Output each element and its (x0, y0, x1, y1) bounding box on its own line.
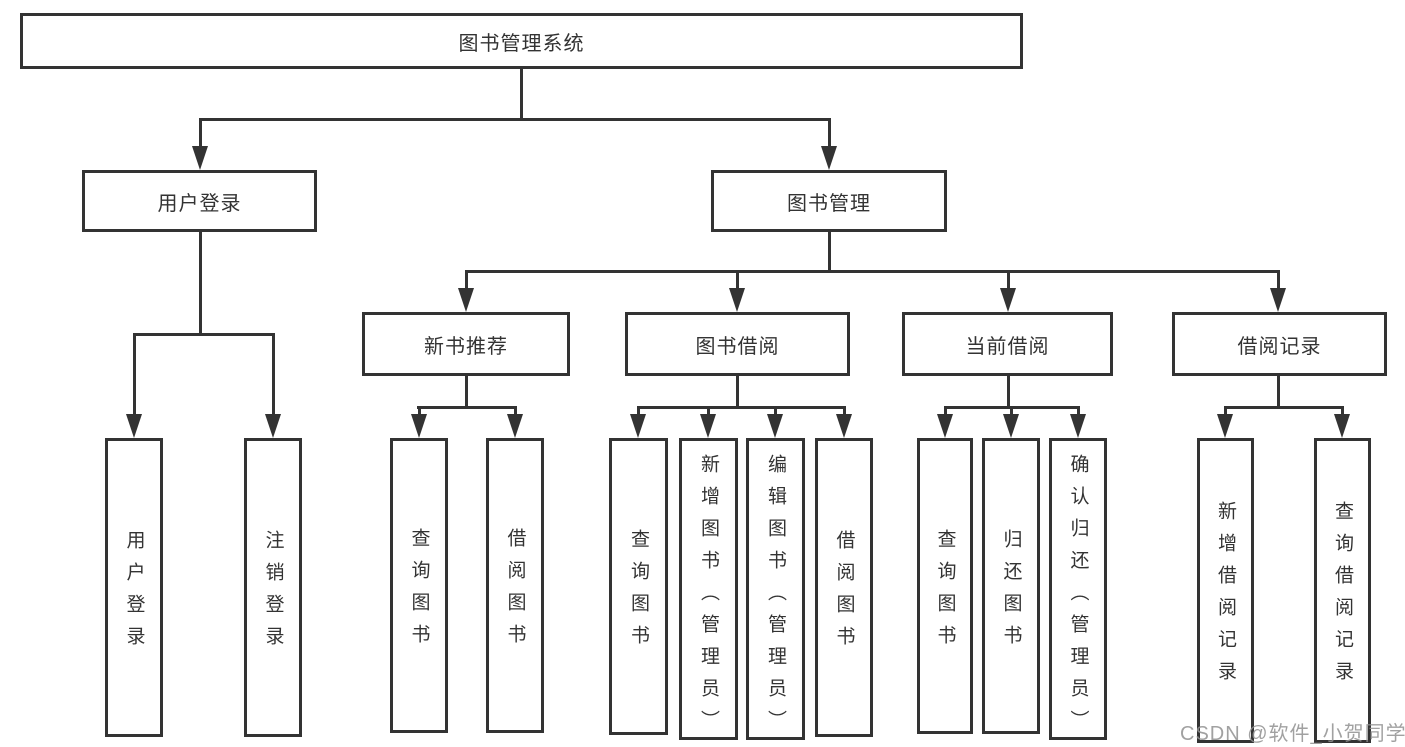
arrow-down-cb-return (1003, 414, 1019, 438)
connector-root-hbar (199, 118, 831, 121)
node-user-login-label: 用户登录 (157, 192, 242, 215)
leaf-nb-query-books: 查询图书 (390, 438, 448, 733)
leaf-cb-confirm-return-admin: 确认归还（管理员） (1049, 438, 1107, 742)
leaf-bb-query-books: 查询图书 (609, 438, 668, 735)
arrow-down-current-borrow (1000, 288, 1016, 312)
connector-book-borrow-stem (736, 376, 739, 409)
connector-borrow-records-hbar (1224, 406, 1344, 409)
leaf-bb-add-books-admin: 新增图书（管理员） (679, 438, 738, 742)
arrow-down-user-login (192, 146, 208, 170)
connector-book-mgmt-hbar (465, 270, 1280, 273)
leaf-cb-confirm-return-admin-label: 确认归还（管理员） (1067, 454, 1089, 742)
arrow-down-borrow-records (1270, 288, 1286, 312)
leaf-cb-return-books: 归还图书 (982, 438, 1040, 734)
leaf-cb-return-books-label: 归还图书 (1000, 528, 1022, 657)
node-new-books: 新书推荐 (362, 312, 570, 376)
leaf-bb-add-books-admin-label: 新增图书（管理员） (698, 454, 719, 742)
connector-drop-new-books (465, 270, 468, 288)
connector-current-borrow-stem (1007, 376, 1010, 409)
node-book-mgmt: 图书管理 (711, 170, 947, 232)
connector-drop-nb-borrow (514, 406, 517, 414)
node-current-borrow-label: 当前借阅 (965, 335, 1050, 358)
connector-drop-bb-borrow (843, 406, 846, 414)
leaf-logout: 注销登录 (244, 438, 302, 737)
connector-drop-logout-leaf (272, 333, 275, 414)
arrow-down-logout-leaf (265, 414, 281, 438)
connector-drop-current-borrow (1007, 270, 1010, 288)
node-book-borrow-label: 图书借阅 (695, 335, 780, 358)
connector-new-books-hbar (417, 406, 517, 409)
connector-drop-bb-add (707, 406, 710, 414)
leaf-logout-label: 注销登录 (262, 530, 284, 658)
connector-drop-cb-query (944, 406, 947, 414)
leaf-br-query-record: 查询借阅记录 (1314, 438, 1371, 743)
arrow-down-br-query (1334, 414, 1350, 438)
leaf-br-add-record-label: 新增借阅记录 (1215, 501, 1236, 693)
node-book-borrow: 图书借阅 (625, 312, 850, 376)
connector-book-mgmt-stem (828, 232, 831, 273)
leaf-cb-query-books: 查询图书 (917, 438, 973, 734)
arrow-down-nb-borrow (507, 414, 523, 438)
arrow-down-new-books (458, 288, 474, 312)
arrow-down-login-leaf (126, 414, 142, 438)
connector-user-login-hbar (133, 333, 274, 336)
leaf-user-login: 用户登录 (105, 438, 163, 737)
leaf-user-login-label: 用户登录 (123, 530, 145, 658)
arrow-down-book-mgmt (821, 146, 837, 170)
connector-drop-book-borrow (736, 270, 739, 288)
connector-book-borrow-hbar (637, 406, 845, 409)
connector-drop-bb-edit (774, 406, 777, 414)
leaf-nb-borrow-books-label: 借阅图书 (504, 528, 526, 656)
node-book-mgmt-label: 图书管理 (787, 192, 871, 215)
arrow-down-bb-borrow (836, 414, 852, 438)
leaf-nb-query-books-label: 查询图书 (408, 528, 430, 656)
leaf-bb-borrow-books-label: 借阅图书 (833, 530, 855, 658)
connector-drop-nb-query (418, 406, 421, 414)
arrow-down-bb-add (700, 414, 716, 438)
connector-drop-borrow-records (1277, 270, 1280, 288)
leaf-bb-query-books-label: 查询图书 (628, 529, 649, 657)
csdn-watermark: CSDN @软件_小贺同学 (1180, 723, 1405, 745)
leaf-bb-borrow-books: 借阅图书 (815, 438, 873, 737)
arrow-down-cb-confirm (1070, 414, 1086, 438)
connector-drop-br-query (1341, 406, 1344, 414)
connector-new-books-stem (465, 376, 468, 409)
node-borrow-records: 借阅记录 (1172, 312, 1387, 376)
connector-drop-br-add (1224, 406, 1227, 414)
arrow-down-cb-query (937, 414, 953, 438)
connector-drop-login-leaf (133, 333, 136, 414)
connector-drop-book-mgmt (828, 118, 831, 146)
arrow-down-book-borrow (729, 288, 745, 312)
leaf-br-add-record: 新增借阅记录 (1197, 438, 1254, 743)
leaf-bb-edit-books-admin-label: 编辑图书（管理员） (765, 454, 786, 742)
arrow-down-bb-edit (767, 414, 783, 438)
node-current-borrow: 当前借阅 (902, 312, 1113, 376)
arrow-down-nb-query (411, 414, 427, 438)
connector-drop-bb-query (637, 406, 640, 414)
leaf-bb-edit-books-admin: 编辑图书（管理员） (746, 438, 805, 742)
connector-drop-cb-confirm (1077, 406, 1080, 414)
arrow-down-br-add (1217, 414, 1233, 438)
node-root: 图书管理系统 (20, 13, 1023, 69)
leaf-br-query-record-label: 查询借阅记录 (1332, 501, 1353, 693)
connector-user-login-stem (199, 232, 202, 336)
connector-borrow-records-stem (1277, 376, 1280, 409)
connector-root-stem (520, 69, 523, 121)
leaf-cb-query-books-label: 查询图书 (934, 528, 956, 657)
leaf-nb-borrow-books: 借阅图书 (486, 438, 544, 733)
node-root-label: 图书管理系统 (458, 32, 585, 55)
node-user-login: 用户登录 (82, 170, 317, 232)
node-new-books-label: 新书推荐 (424, 335, 508, 358)
node-borrow-records-label: 借阅记录 (1237, 335, 1322, 358)
connector-drop-cb-return (1010, 406, 1013, 414)
arrow-down-bb-query (630, 414, 646, 438)
connector-drop-user-login (199, 118, 202, 146)
